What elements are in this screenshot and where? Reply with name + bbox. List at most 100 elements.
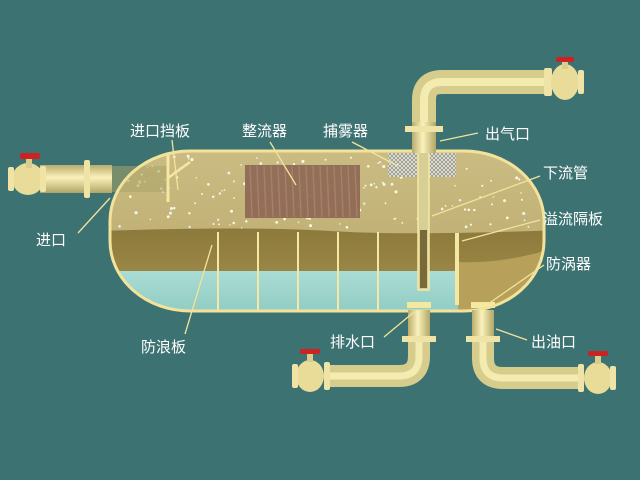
label-downcomer: 下流管 (543, 164, 588, 182)
gas-bubble (473, 208, 476, 212)
gas-bubble (375, 185, 378, 189)
gas-bubble (467, 208, 471, 212)
gas-bubble (168, 211, 173, 215)
gas-bubble (149, 218, 152, 221)
inlet-pipe (40, 160, 112, 198)
gas-bubble (297, 221, 300, 224)
gas-bubble (489, 223, 492, 226)
gas-bubble (524, 160, 528, 164)
gas-bubble (490, 179, 493, 182)
straightener-vane (256, 165, 260, 218)
gas-bubble (212, 222, 215, 226)
gas-bubble (463, 208, 467, 211)
label-water-outlet: 排水口 (330, 333, 375, 351)
gas-bubble (379, 161, 382, 164)
gas-bubble (259, 162, 263, 165)
oil-outlet-valve[interactable] (584, 351, 616, 394)
label-inlet: 进口 (36, 231, 66, 249)
gas-bubble (275, 221, 279, 224)
gas-bubble (201, 193, 204, 195)
gas-bubble (381, 181, 384, 184)
gas-bubble (233, 180, 235, 183)
labels: 进口挡板 整流器 捕雾器 出气口 下流管 溢流隔板 防涡器 进口 防浪板 排水口… (36, 122, 603, 356)
gas-bubble (527, 225, 530, 228)
gas-bubble (276, 161, 279, 164)
straightener-vane (333, 165, 337, 218)
gas-bubble (503, 199, 506, 203)
inlet-baffle (166, 154, 191, 202)
gas-bubble (444, 205, 447, 207)
leader-wave-breaker (184, 244, 213, 335)
inlet-valve[interactable] (8, 153, 46, 195)
overflow-weir (455, 233, 459, 305)
straightener-vane (305, 165, 309, 218)
gas-bubble (491, 203, 494, 206)
gas-bubble (345, 226, 349, 229)
gas-bubble (128, 195, 132, 198)
leader-overflow-weir (461, 219, 541, 242)
gas-bubble (464, 225, 468, 229)
gas-bubble (528, 155, 530, 158)
leader-mist-eliminator (351, 141, 399, 167)
leader-straightener (269, 141, 297, 186)
gas-bubble (515, 176, 519, 180)
label-gas-outlet: 出气口 (485, 125, 530, 143)
gas-bubble (349, 156, 352, 159)
gas-bubble (217, 218, 220, 221)
gas-bubble (520, 192, 522, 194)
gas-bubble (169, 207, 173, 210)
gas-bubble (283, 217, 286, 221)
gas-bubble (229, 224, 231, 226)
label-wave-breaker: 防浪板 (141, 338, 186, 356)
gas-bubble (520, 198, 523, 201)
gas-bubble (134, 211, 138, 215)
gas-bubble (227, 171, 231, 175)
gas-bubble (516, 155, 518, 158)
leader-lines (77, 132, 545, 341)
gas-outlet-valve[interactable] (551, 57, 584, 100)
gas-bubble (308, 217, 311, 221)
oil-outlet-pipe (466, 310, 584, 392)
leader-inlet-baffle (171, 139, 179, 191)
vortex-breakers (407, 302, 495, 308)
gas-bubble (232, 221, 235, 225)
gas-bubble (339, 223, 341, 225)
gas-bubble (195, 177, 198, 179)
gas-bubble (218, 192, 222, 195)
straightener-vane (284, 165, 288, 218)
leader-water-outlet (383, 311, 415, 338)
leader-downcomer (431, 175, 541, 217)
straightener-vane (347, 165, 351, 218)
gas-bubble (366, 164, 370, 168)
gas-bubble (218, 223, 220, 226)
gas-bubble (301, 159, 305, 163)
gas-bubble (469, 223, 472, 226)
water-outlet-valve[interactable] (292, 349, 324, 392)
straightener-vane (326, 165, 330, 218)
leader-vortex-breaker (487, 264, 545, 305)
gas-bubble (382, 183, 386, 186)
leader-oil-outlet (495, 328, 528, 341)
straightener-vane (312, 165, 316, 218)
gas-bubble (188, 157, 190, 160)
label-oil-outlet: 出油口 (531, 333, 576, 351)
gas-bubble (190, 158, 194, 162)
gas-bubble (188, 212, 191, 215)
gas-bubble (518, 178, 521, 181)
gas-bubble (292, 163, 296, 166)
gas-bubble (186, 154, 190, 158)
gas-bubble (233, 197, 235, 199)
gas-bubble (245, 220, 248, 223)
gas-bubble (393, 218, 396, 220)
straightener-vane (298, 165, 302, 218)
downcomer-pipe (417, 139, 430, 291)
gas-bubble (240, 227, 243, 229)
label-straightener: 整流器 (242, 122, 287, 140)
gas-bubble (377, 162, 379, 164)
wave-breaker-plates (217, 232, 379, 310)
gas-bubble (523, 219, 526, 222)
gas-bubble (458, 199, 462, 202)
leader-gas-outlet (439, 132, 479, 142)
gas-bubble (382, 164, 386, 169)
